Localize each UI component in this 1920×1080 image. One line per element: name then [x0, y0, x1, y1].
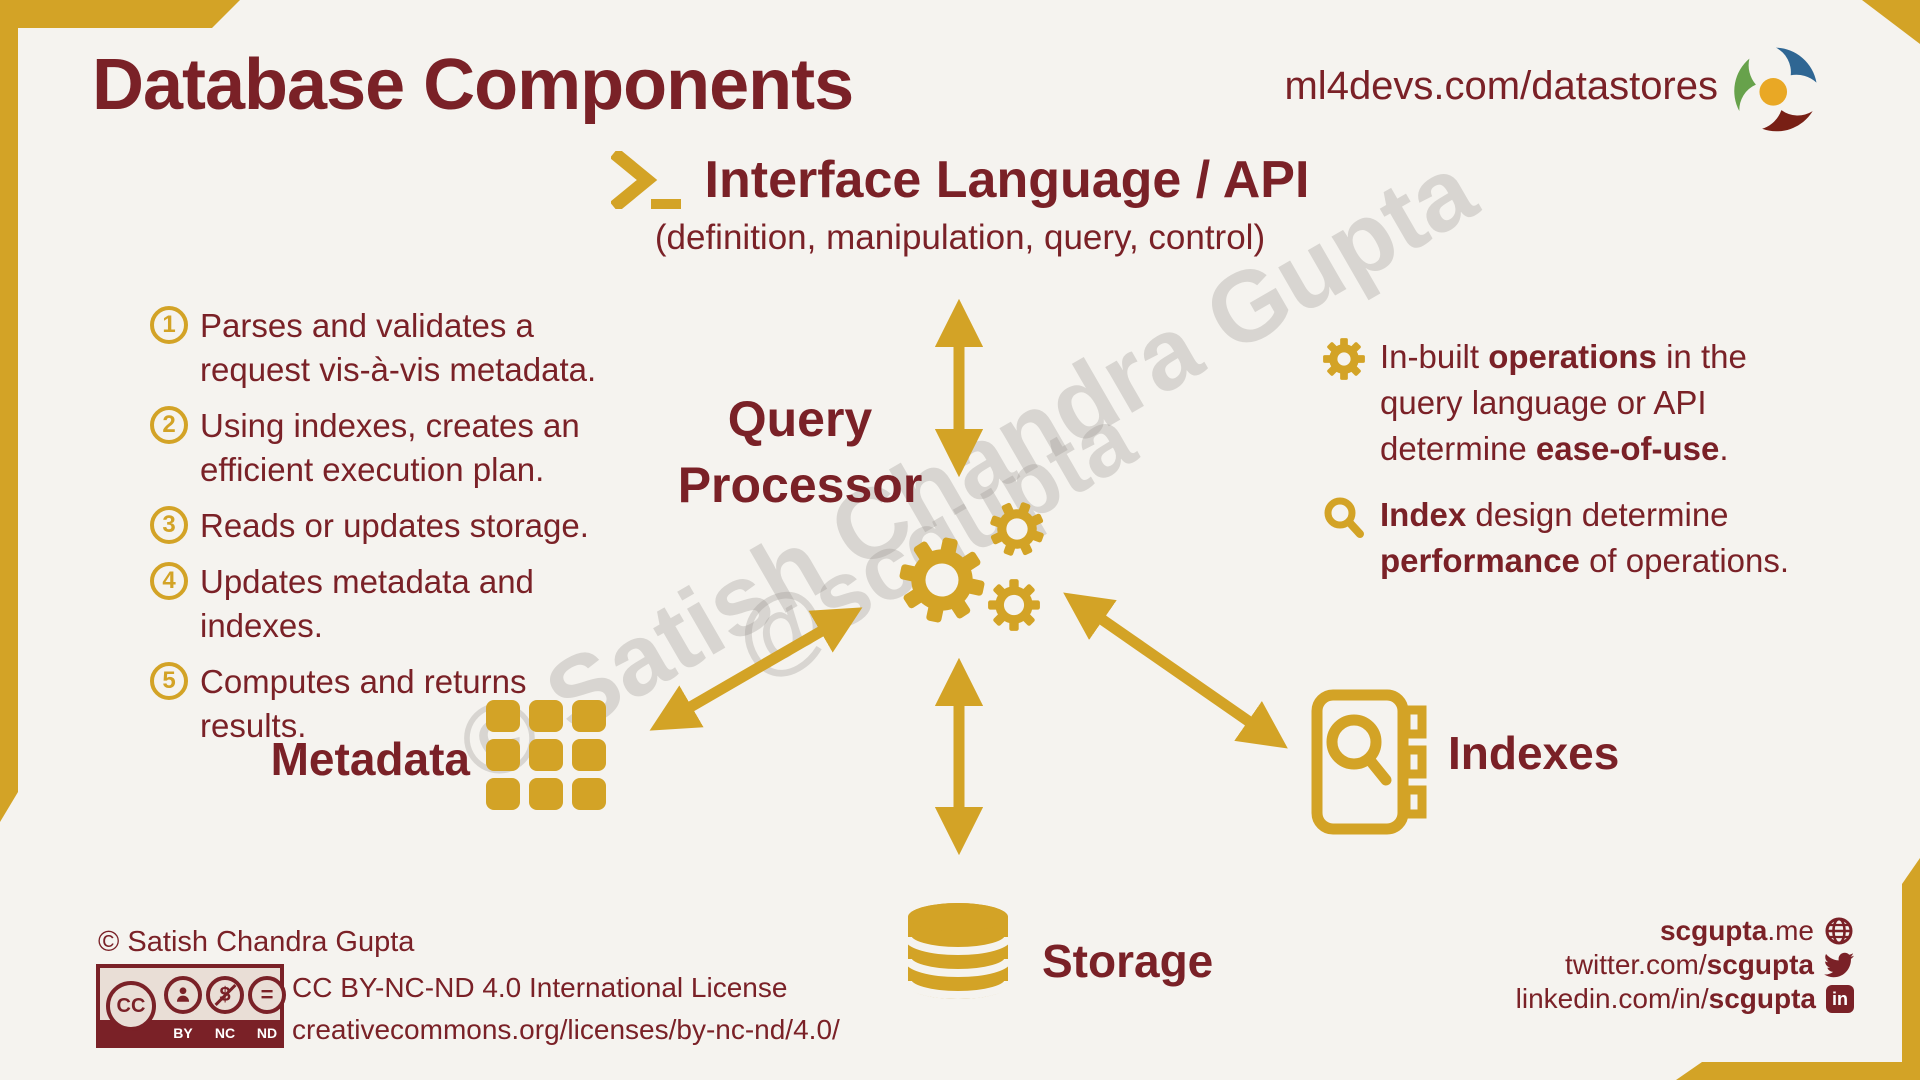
license-url: creativecommons.org/licenses/by-nc-nd/4.… — [292, 1014, 840, 1045]
query-processor-label: Query Processor — [677, 391, 923, 513]
terminal-prompt-icon — [610, 151, 681, 209]
insight-text: Index design determine performance of op… — [1380, 496, 1790, 579]
license-name: CC BY-NC-ND 4.0 International License — [292, 972, 788, 1003]
corner-decoration-top-left-bar — [0, 0, 240, 28]
cc-license-badge: CC $ = BY NC ND — [96, 964, 286, 1048]
metadata-node-label: Metadata — [270, 733, 470, 785]
cc-nd-equals-icon: = — [248, 976, 286, 1014]
indexes-book-magnifier-icon — [1311, 689, 1427, 835]
corner-decoration-right-strip — [1902, 858, 1920, 1080]
corner-decoration-top-right-triangle — [1862, 0, 1920, 44]
cc-by-person-icon — [164, 976, 202, 1014]
indexes-node-label: Indexes — [1448, 727, 1620, 779]
arrow-processor-metadata — [649, 607, 863, 731]
interface-subtitle: (definition, manipulation, query, contro… — [654, 218, 1266, 257]
step-number-badge: 5 — [150, 662, 188, 700]
author-links: scgupta.me twitter.com/scgupta linkedi — [1516, 915, 1854, 1014]
cc-icon: CC — [106, 981, 156, 1031]
ml4devs-logo-icon — [1734, 47, 1817, 132]
list-item: 4 Updates metadata and indexes. — [150, 560, 620, 648]
cc-nd-label: ND — [256, 1025, 278, 1041]
gear-icon — [1323, 338, 1365, 380]
metadata-grid-icon — [486, 700, 606, 810]
interface-section: Interface Language / API (definition, ma… — [0, 150, 1920, 258]
step-number-badge: 2 — [150, 406, 188, 444]
insight-indexes: Index design determine performance of op… — [1322, 492, 1822, 584]
linkedin-icon: in — [1826, 985, 1854, 1013]
storage-database-icon — [906, 903, 1010, 999]
insight-operations: In-built operations in the query languag… — [1322, 334, 1822, 472]
query-processing-steps-list: 1 Parses and validates a request vis-à-v… — [150, 304, 620, 760]
cc-nc-dollar-icon: $ — [206, 976, 244, 1014]
magnifier-icon — [1324, 497, 1364, 538]
step-number-badge: 1 — [150, 306, 188, 344]
list-item: 1 Parses and validates a request vis-à-v… — [150, 304, 620, 392]
twitter-icon — [1824, 950, 1854, 980]
step-number-badge: 3 — [150, 506, 188, 544]
corner-decoration-left-strip — [0, 0, 18, 822]
globe-icon — [1824, 916, 1854, 946]
storage-node-label: Storage — [1042, 935, 1214, 987]
list-item: 5 Computes and returns results. — [150, 660, 620, 748]
arrow-processor-indexes — [1063, 592, 1288, 749]
cc-nc-label: NC — [214, 1025, 236, 1041]
list-item: 2 Using indexes, creates an efficient ex… — [150, 404, 620, 492]
interface-heading: Interface Language / API — [704, 151, 1310, 209]
copyright-text: © Satish Chandra Gupta — [98, 926, 415, 958]
page-title: Database Components — [92, 45, 854, 125]
linkedin-link: linkedin.com/in/scgupta in — [1516, 983, 1854, 1014]
cc-by-label: BY — [173, 1025, 193, 1041]
insight-text: In-built operations in the query languag… — [1380, 338, 1747, 467]
step-number-badge: 4 — [150, 562, 188, 600]
site-url: ml4devs.com/datastores — [1284, 64, 1718, 108]
website-link: scgupta.me — [1660, 915, 1854, 946]
list-item: 3 Reads or updates storage. — [150, 504, 620, 548]
corner-decoration-bottom-right-bar — [1676, 1062, 1920, 1080]
twitter-link: twitter.com/scgupta — [1565, 949, 1854, 980]
